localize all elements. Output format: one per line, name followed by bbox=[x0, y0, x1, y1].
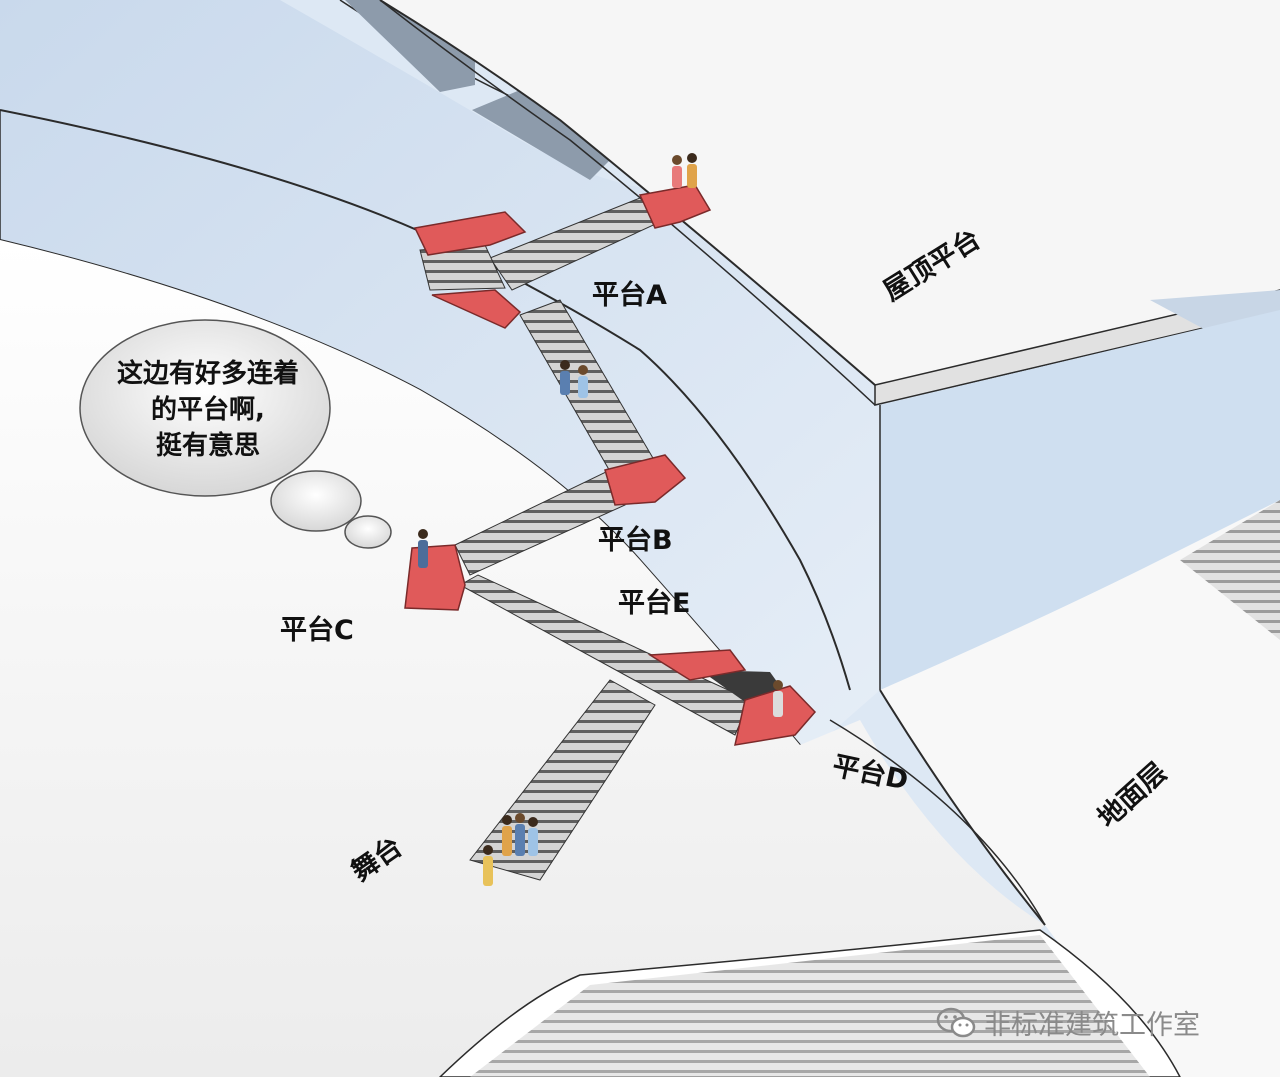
label-platform-b: 平台B bbox=[598, 527, 673, 554]
label-platform-c: 平台C bbox=[280, 617, 354, 644]
person-icon bbox=[560, 360, 570, 395]
label-platform-e: 平台E bbox=[618, 590, 690, 617]
speech-bubble-line3: 挺有意思 bbox=[92, 428, 324, 464]
person-icon bbox=[418, 529, 428, 568]
watermark-text: 非标准建筑工作室 bbox=[984, 1003, 1200, 1042]
watermark: 非标准建筑工作室 bbox=[936, 1003, 1200, 1042]
person-icon bbox=[528, 817, 538, 856]
speech-bubble-line2: 的平台啊, bbox=[92, 392, 324, 428]
wechat-icon bbox=[936, 1006, 976, 1040]
person-icon bbox=[672, 155, 682, 188]
speech-bubble-line1: 这边有好多连着 bbox=[92, 356, 324, 392]
person-icon bbox=[773, 680, 783, 717]
label-platform-a: 平台A bbox=[592, 282, 667, 309]
person-icon bbox=[687, 153, 697, 188]
person-icon bbox=[502, 815, 512, 856]
person-icon bbox=[515, 813, 525, 856]
speech-bubble-text: 这边有好多连着 的平台啊, 挺有意思 bbox=[92, 356, 324, 464]
person-icon bbox=[483, 845, 493, 886]
person-icon bbox=[578, 365, 588, 398]
